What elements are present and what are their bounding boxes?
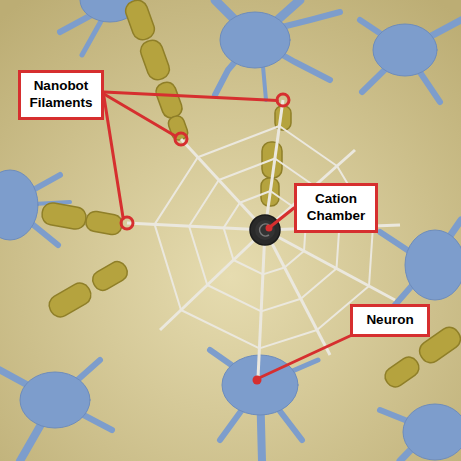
callout-label: Neuron [366, 312, 413, 329]
callout-box: Cation Chamber [294, 183, 378, 233]
callout-box: Neuron [350, 304, 430, 337]
neuron-cell [380, 404, 461, 461]
leader-lines [104, 92, 352, 378]
neuron-cell [0, 360, 112, 461]
callout-label: Cation Chamber [303, 191, 369, 225]
neuron-cell [215, 0, 340, 100]
neuron-cell [380, 220, 461, 305]
callout-box: Nanobot Filaments [18, 70, 104, 120]
cation-chamber [250, 215, 280, 245]
leader-dots [253, 225, 273, 385]
nanobot-filaments [40, 0, 461, 391]
neuron-cell [210, 350, 318, 461]
callout-label: Nanobot Filaments [27, 78, 95, 112]
neuron-cell [360, 20, 461, 102]
